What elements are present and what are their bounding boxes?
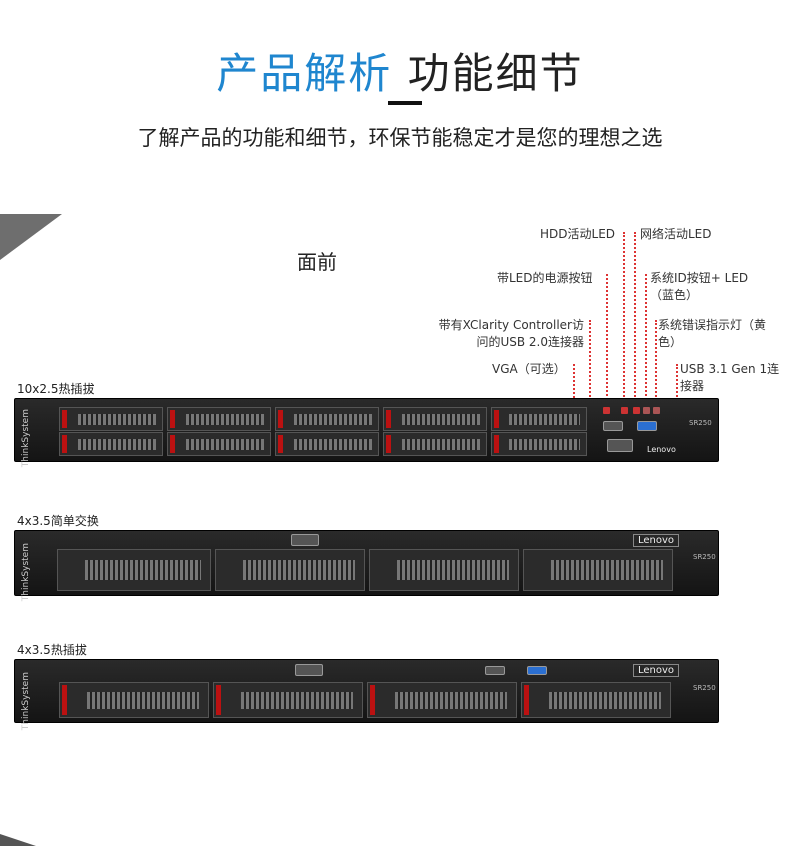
- callout-xclarity-usb: 带有XClarity Controller访问的USB 2.0连接器: [438, 318, 584, 349]
- drive-bay[interactable]: [59, 432, 163, 456]
- drive-bay[interactable]: [59, 407, 163, 431]
- section-heading-front: 面前: [297, 250, 337, 274]
- model-label: SR250: [693, 684, 716, 692]
- drive-bay[interactable]: [491, 432, 587, 456]
- power-button[interactable]: [603, 407, 610, 414]
- drive-bay[interactable]: [167, 432, 271, 456]
- drive-bay[interactable]: [491, 407, 587, 431]
- page-title: 产品解析 功能细节: [0, 40, 800, 101]
- usb2-port[interactable]: [485, 666, 505, 675]
- callout-power-button: 带LED的电源按钮: [497, 271, 593, 285]
- vga-port[interactable]: [295, 664, 323, 676]
- lenovo-logo: Lenovo: [633, 534, 680, 547]
- callout-vga: VGA（可选）: [492, 362, 566, 376]
- server-brand: ThinkSystem: [21, 409, 31, 468]
- callout-system-id: 系统ID按钮+ LED（蓝色）: [650, 271, 749, 302]
- drive-bay[interactable]: [167, 407, 271, 431]
- callout-line: [623, 232, 625, 408]
- vga-port[interactable]: [291, 534, 319, 546]
- corner-decoration: [0, 834, 36, 846]
- title-underline: [388, 101, 422, 105]
- drive-bay[interactable]: [369, 549, 519, 591]
- usb3-port[interactable]: [527, 666, 547, 675]
- drive-bay[interactable]: [383, 407, 487, 431]
- callout-error-led: 系统错误指示灯（黄色）: [658, 318, 767, 349]
- model-label: SR250: [689, 419, 712, 427]
- callout-hdd-led: HDD活动LED: [540, 227, 616, 241]
- server-brand: ThinkSystem: [21, 672, 31, 731]
- drive-bay[interactable]: [57, 549, 211, 591]
- server-label: 4x3.5热插拔: [17, 643, 87, 657]
- title-main: 功能细节: [407, 49, 584, 98]
- vga-port[interactable]: [607, 439, 633, 452]
- lenovo-logo: Lenovo: [647, 445, 676, 454]
- usb3-port[interactable]: [637, 421, 657, 431]
- drive-bay[interactable]: [215, 549, 365, 591]
- usb2-port[interactable]: [603, 421, 623, 431]
- callout-network-led: 网络活动LED: [640, 227, 712, 241]
- drive-bay[interactable]: [275, 432, 379, 456]
- drive-bay[interactable]: [383, 432, 487, 456]
- callout-line: [676, 364, 678, 428]
- server-label: 4x3.5简单交换: [17, 514, 99, 528]
- drive-bay[interactable]: [523, 549, 673, 591]
- server-10x2.5-hot-swap: ThinkSystem Lenovo SR250: [14, 398, 719, 467]
- error-led: [653, 407, 660, 414]
- hdd-led: [621, 407, 628, 414]
- callout-line: [645, 274, 647, 408]
- system-id-button[interactable]: [643, 407, 650, 414]
- drive-bay[interactable]: [521, 682, 671, 718]
- model-label: SR250: [693, 553, 716, 561]
- server-brand: ThinkSystem: [21, 543, 31, 602]
- corner-decoration: [0, 214, 62, 260]
- network-led: [633, 407, 640, 414]
- server-4x3.5-simple-swap: ThinkSystem Lenovo SR250: [14, 530, 719, 601]
- drive-bay[interactable]: [275, 407, 379, 431]
- title-highlight: 产品解析: [216, 49, 393, 98]
- callout-line: [634, 232, 636, 408]
- server-label: 10x2.5热插拔: [17, 382, 95, 396]
- drive-bay[interactable]: [59, 682, 209, 718]
- callout-line: [655, 320, 657, 408]
- server-4x3.5-hot-swap: ThinkSystem Lenovo SR250: [14, 659, 719, 730]
- page-subtitle: 了解产品的功能和细节，环保节能稳定才是您的理想之选: [137, 126, 663, 150]
- drive-bay[interactable]: [213, 682, 363, 718]
- lenovo-logo: Lenovo: [633, 664, 680, 677]
- drive-bay[interactable]: [367, 682, 517, 718]
- callout-line: [589, 320, 591, 428]
- callout-line: [606, 274, 608, 408]
- callout-usb31: USB 3.1 Gen 1连接器: [680, 362, 780, 393]
